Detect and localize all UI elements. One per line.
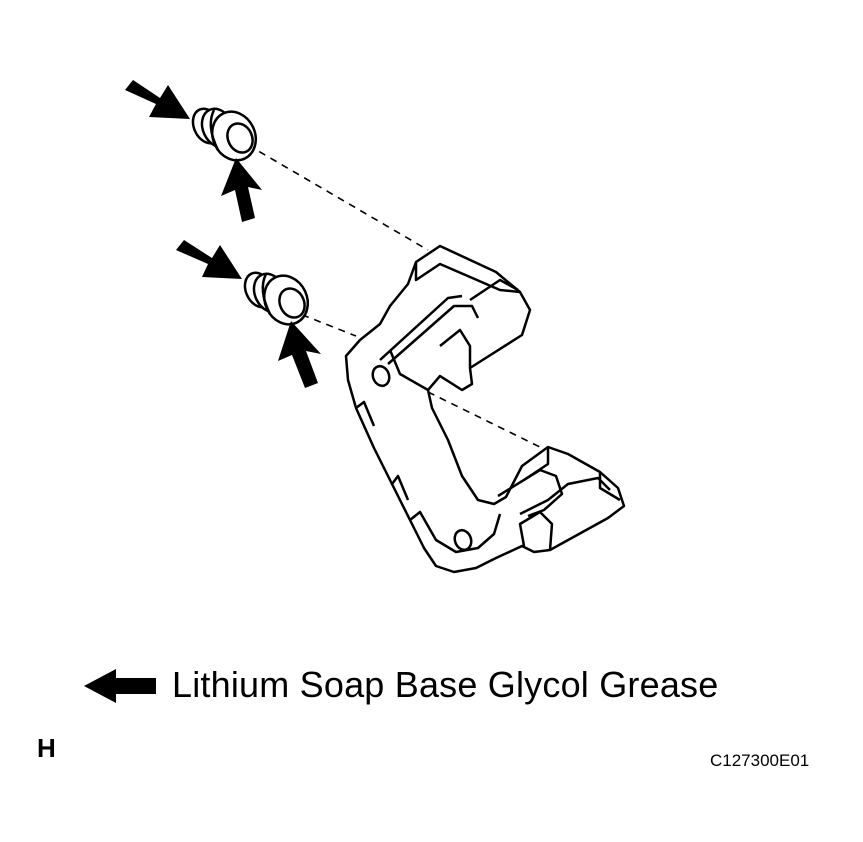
grease-arrow-icon [221,158,262,222]
filled-arrow-left-icon [84,669,156,703]
grease-arrows [125,80,321,388]
lower-bushing [243,271,310,326]
pin-hole-alignment-line [427,391,547,451]
illustration-code: C127300E01 [710,751,810,770]
grease-arrow-icon [176,240,242,279]
legend-label: Lithium Soap Base Glycol Grease [172,664,719,705]
upper-alignment-line [247,144,429,251]
grease-arrow-icon [125,80,190,119]
alignment-lines [247,144,547,451]
caliper-bracket [344,244,626,574]
upper-pin-hole [371,364,391,388]
upper-bushing [191,107,258,162]
view-letter: H [37,733,56,763]
lower-pin-hole [453,528,473,552]
grease-arrow-icon [278,321,321,388]
